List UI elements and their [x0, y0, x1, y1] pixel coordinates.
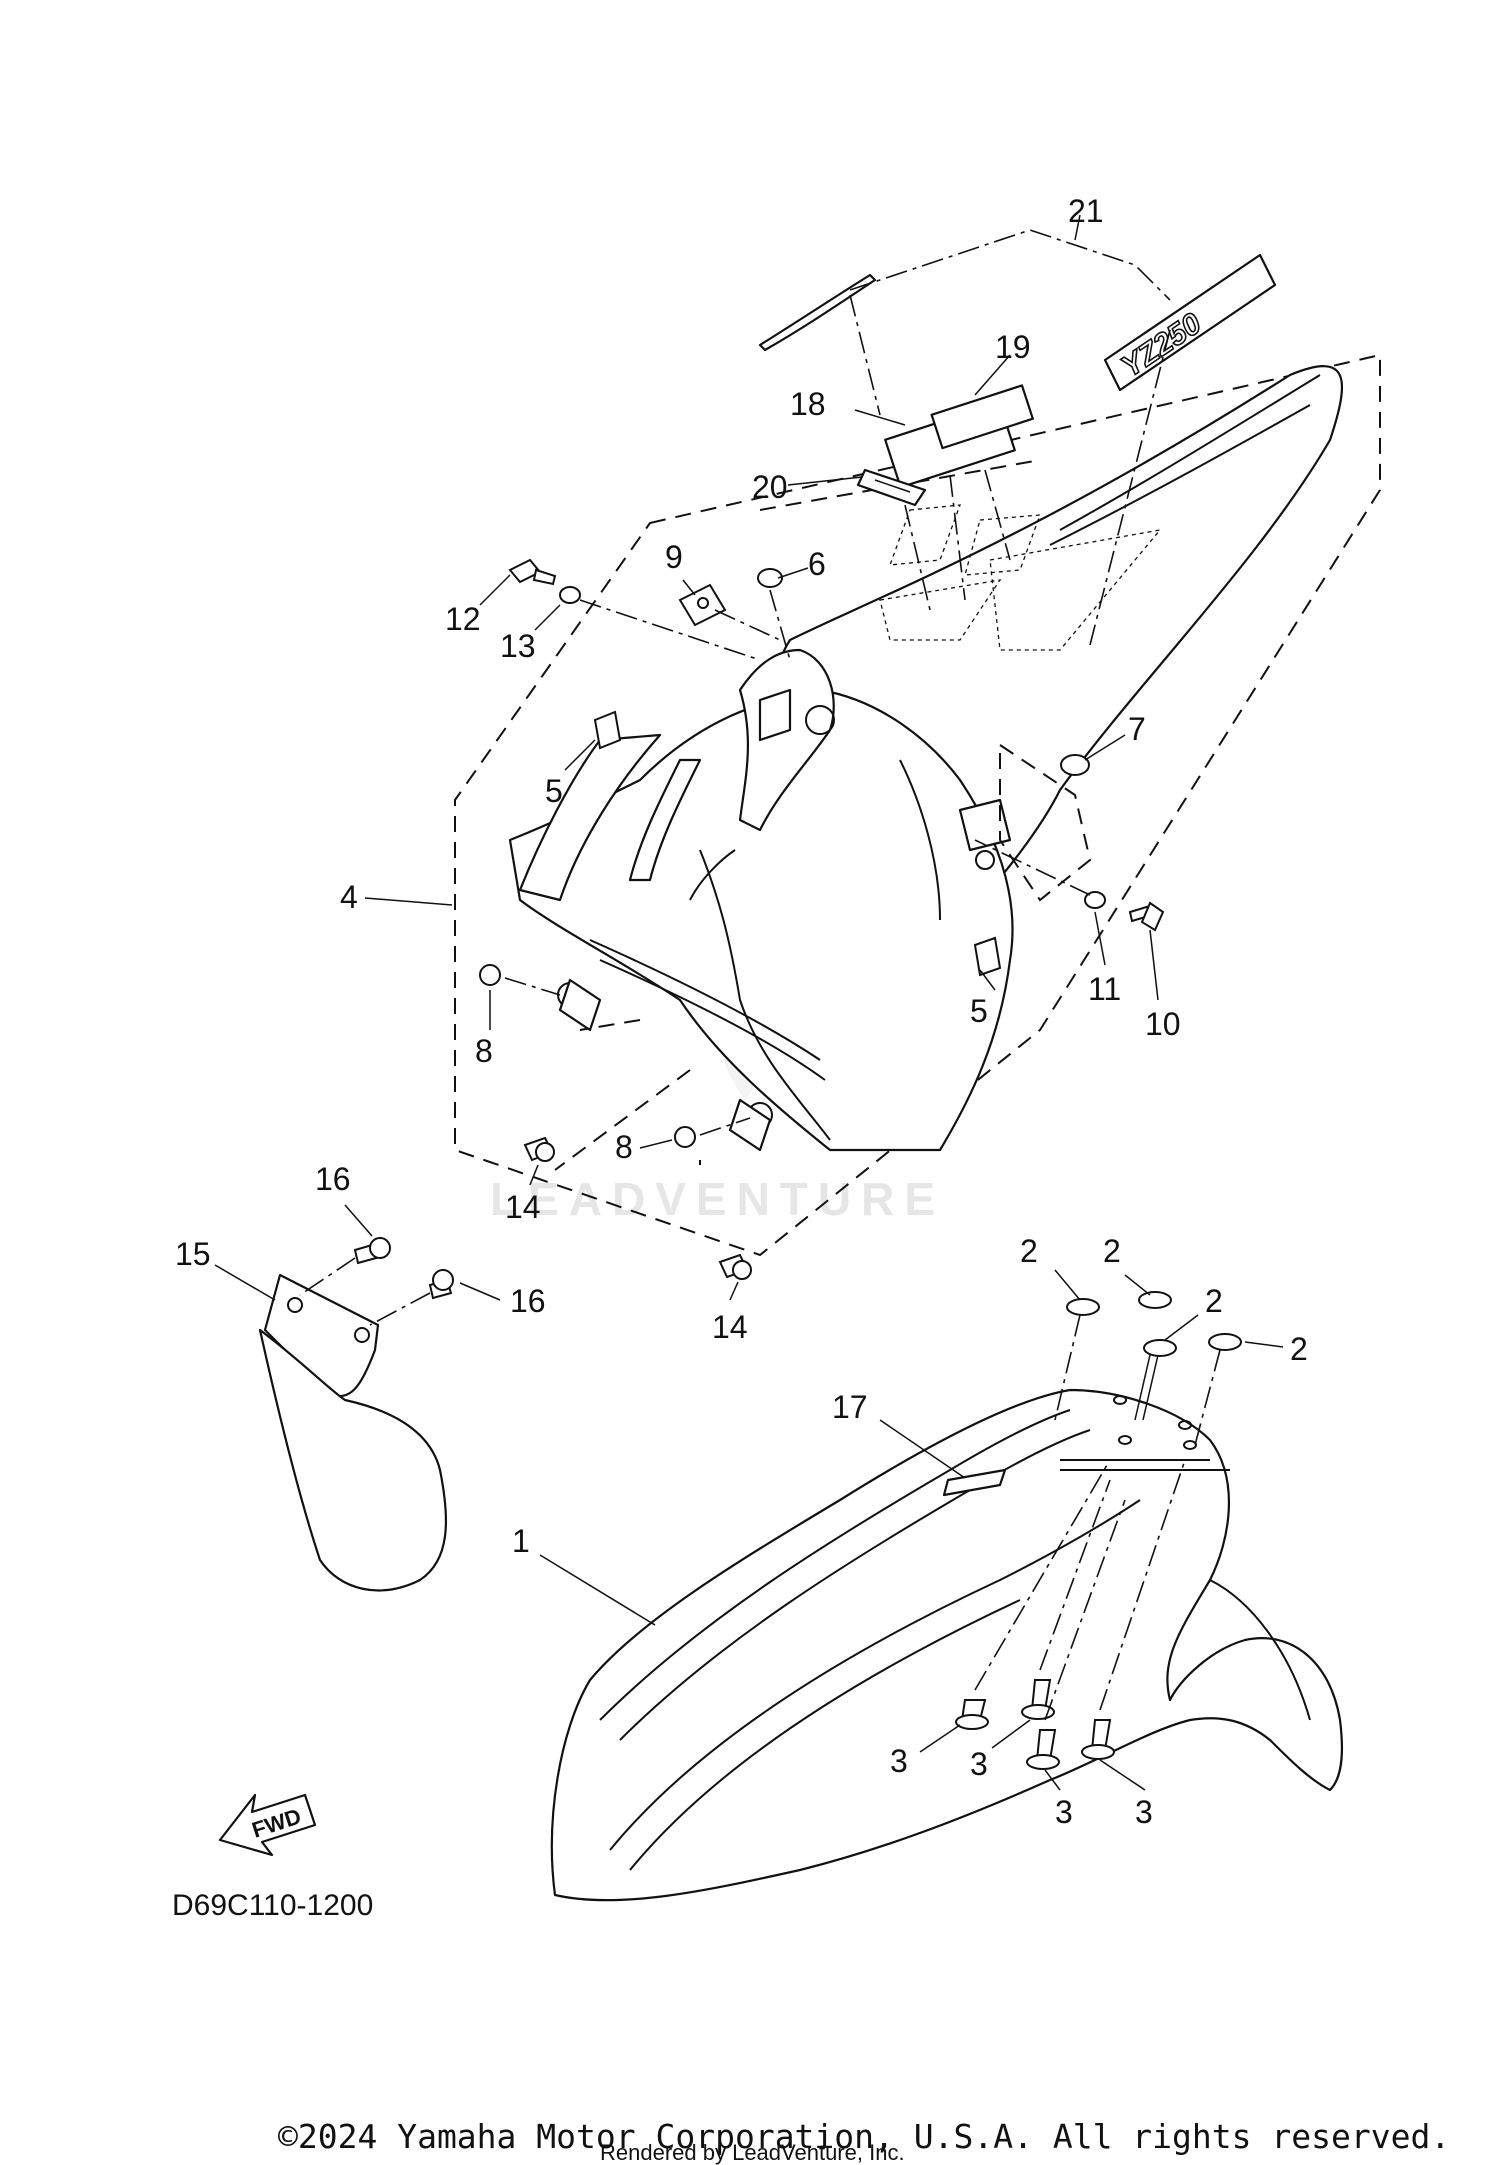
- diagram-code: D69C110-1200: [172, 1889, 373, 1922]
- callout-2b: 2: [1103, 1233, 1121, 1269]
- nut-9[interactable]: [678, 583, 727, 627]
- callout-15: 15: [175, 1236, 211, 1272]
- callout-leaders: [214, 214, 1284, 1791]
- watermark-text: LEADVENTURE: [490, 1173, 945, 1225]
- callout-2c: 2: [1205, 1283, 1223, 1319]
- callout-14b: 14: [712, 1309, 748, 1345]
- bolts-3[interactable]: [955, 1679, 1115, 1770]
- washer-8b-leader: [699, 1117, 751, 1136]
- bolt-12[interactable]: [508, 558, 557, 586]
- callout-6: 6: [808, 546, 826, 582]
- callout-3c: 3: [1055, 1794, 1073, 1830]
- callout-18: 18: [790, 386, 826, 422]
- callout-9: 9: [665, 539, 683, 575]
- callout-16b: 16: [510, 1283, 546, 1319]
- emblem-decal-20[interactable]: [856, 468, 927, 507]
- washer-bolts-2[interactable]: [1066, 1291, 1242, 1357]
- callout-19: 19: [995, 329, 1031, 365]
- callout-20: 20: [752, 469, 788, 505]
- callout-8b: 8: [615, 1129, 633, 1165]
- callout-labels: 1 2 2 2 2 3 3 3 3 4 5 5 6 7 8 8 9 10 11 …: [175, 193, 1308, 1830]
- callout-14a: 14: [505, 1189, 541, 1225]
- callout-5b: 5: [970, 993, 988, 1029]
- grommet-6-leader: [769, 589, 791, 661]
- callout-1: 1: [512, 1523, 530, 1559]
- bolt-10-leader: [974, 839, 1091, 896]
- rear-fender[interactable]: [508, 365, 1344, 1152]
- bolt-10[interactable]: [1128, 901, 1165, 932]
- callout-4: 4: [340, 879, 358, 915]
- screw-14a[interactable]: [523, 1136, 555, 1162]
- fwd-arrow: FWD: [218, 1793, 317, 1857]
- decal-leaders: [904, 469, 1011, 611]
- decal-placement-dots: [889, 504, 1041, 576]
- callout-11: 11: [1088, 971, 1121, 1007]
- screw-16a[interactable]: [353, 1237, 391, 1265]
- washer-8a-leader: [504, 977, 561, 996]
- bolt-12-leader: [579, 599, 761, 661]
- callout-7: 7: [1128, 711, 1146, 747]
- callout-3b: 3: [970, 1746, 988, 1782]
- screw-16b[interactable]: [428, 1269, 454, 1300]
- callout-12: 12: [445, 601, 481, 637]
- washer-8b[interactable]: [674, 1126, 696, 1148]
- rendered-by-notice: Rendered by LeadVenture, Inc.: [600, 2140, 905, 2165]
- copyright-notice: ©2024 Yamaha Motor Corporation, U.S.A. A…: [278, 2117, 1450, 2156]
- washer-bolts-2-leaders: [1054, 1314, 1221, 1446]
- washer-13[interactable]: [559, 586, 581, 604]
- screw-14b[interactable]: [718, 1253, 752, 1280]
- clip-nut-5a[interactable]: [593, 710, 622, 750]
- graphic-decal-21[interactable]: [758, 273, 877, 352]
- callout-2a: 2: [1020, 1233, 1038, 1269]
- grommet-7[interactable]: [1060, 754, 1090, 776]
- callout-10: 10: [1145, 1006, 1181, 1042]
- bolts-3-leaders: [974, 1459, 1186, 1721]
- callout-3d: 3: [1135, 1794, 1153, 1830]
- washer-8a[interactable]: [479, 964, 501, 986]
- callout-2d: 2: [1290, 1331, 1308, 1367]
- grommet-6[interactable]: [757, 568, 783, 588]
- screw-16-leaders: [299, 1257, 431, 1326]
- callout-8a: 8: [475, 1033, 493, 1069]
- decal-19[interactable]: [930, 384, 1034, 450]
- callout-13: 13: [500, 628, 536, 664]
- callout-21: 21: [1068, 193, 1104, 229]
- front-fender[interactable]: [550, 1388, 1344, 1902]
- logo-decal[interactable]: YZ250: [1103, 253, 1277, 392]
- callout-3a: 3: [890, 1743, 908, 1779]
- callout-17: 17: [832, 1389, 868, 1425]
- washer-11[interactable]: [1084, 891, 1106, 909]
- mud-flap[interactable]: [258, 1273, 448, 1592]
- callout-5a: 5: [545, 773, 563, 809]
- clip-nut-5b[interactable]: [973, 936, 1002, 977]
- nut-9-leader: [714, 609, 781, 641]
- rear-fender-side-dash: [999, 743, 1092, 902]
- decal-21-leader: [849, 229, 1171, 646]
- bolt-shaft: [1134, 1354, 1159, 1421]
- callout-16a: 16: [315, 1161, 351, 1197]
